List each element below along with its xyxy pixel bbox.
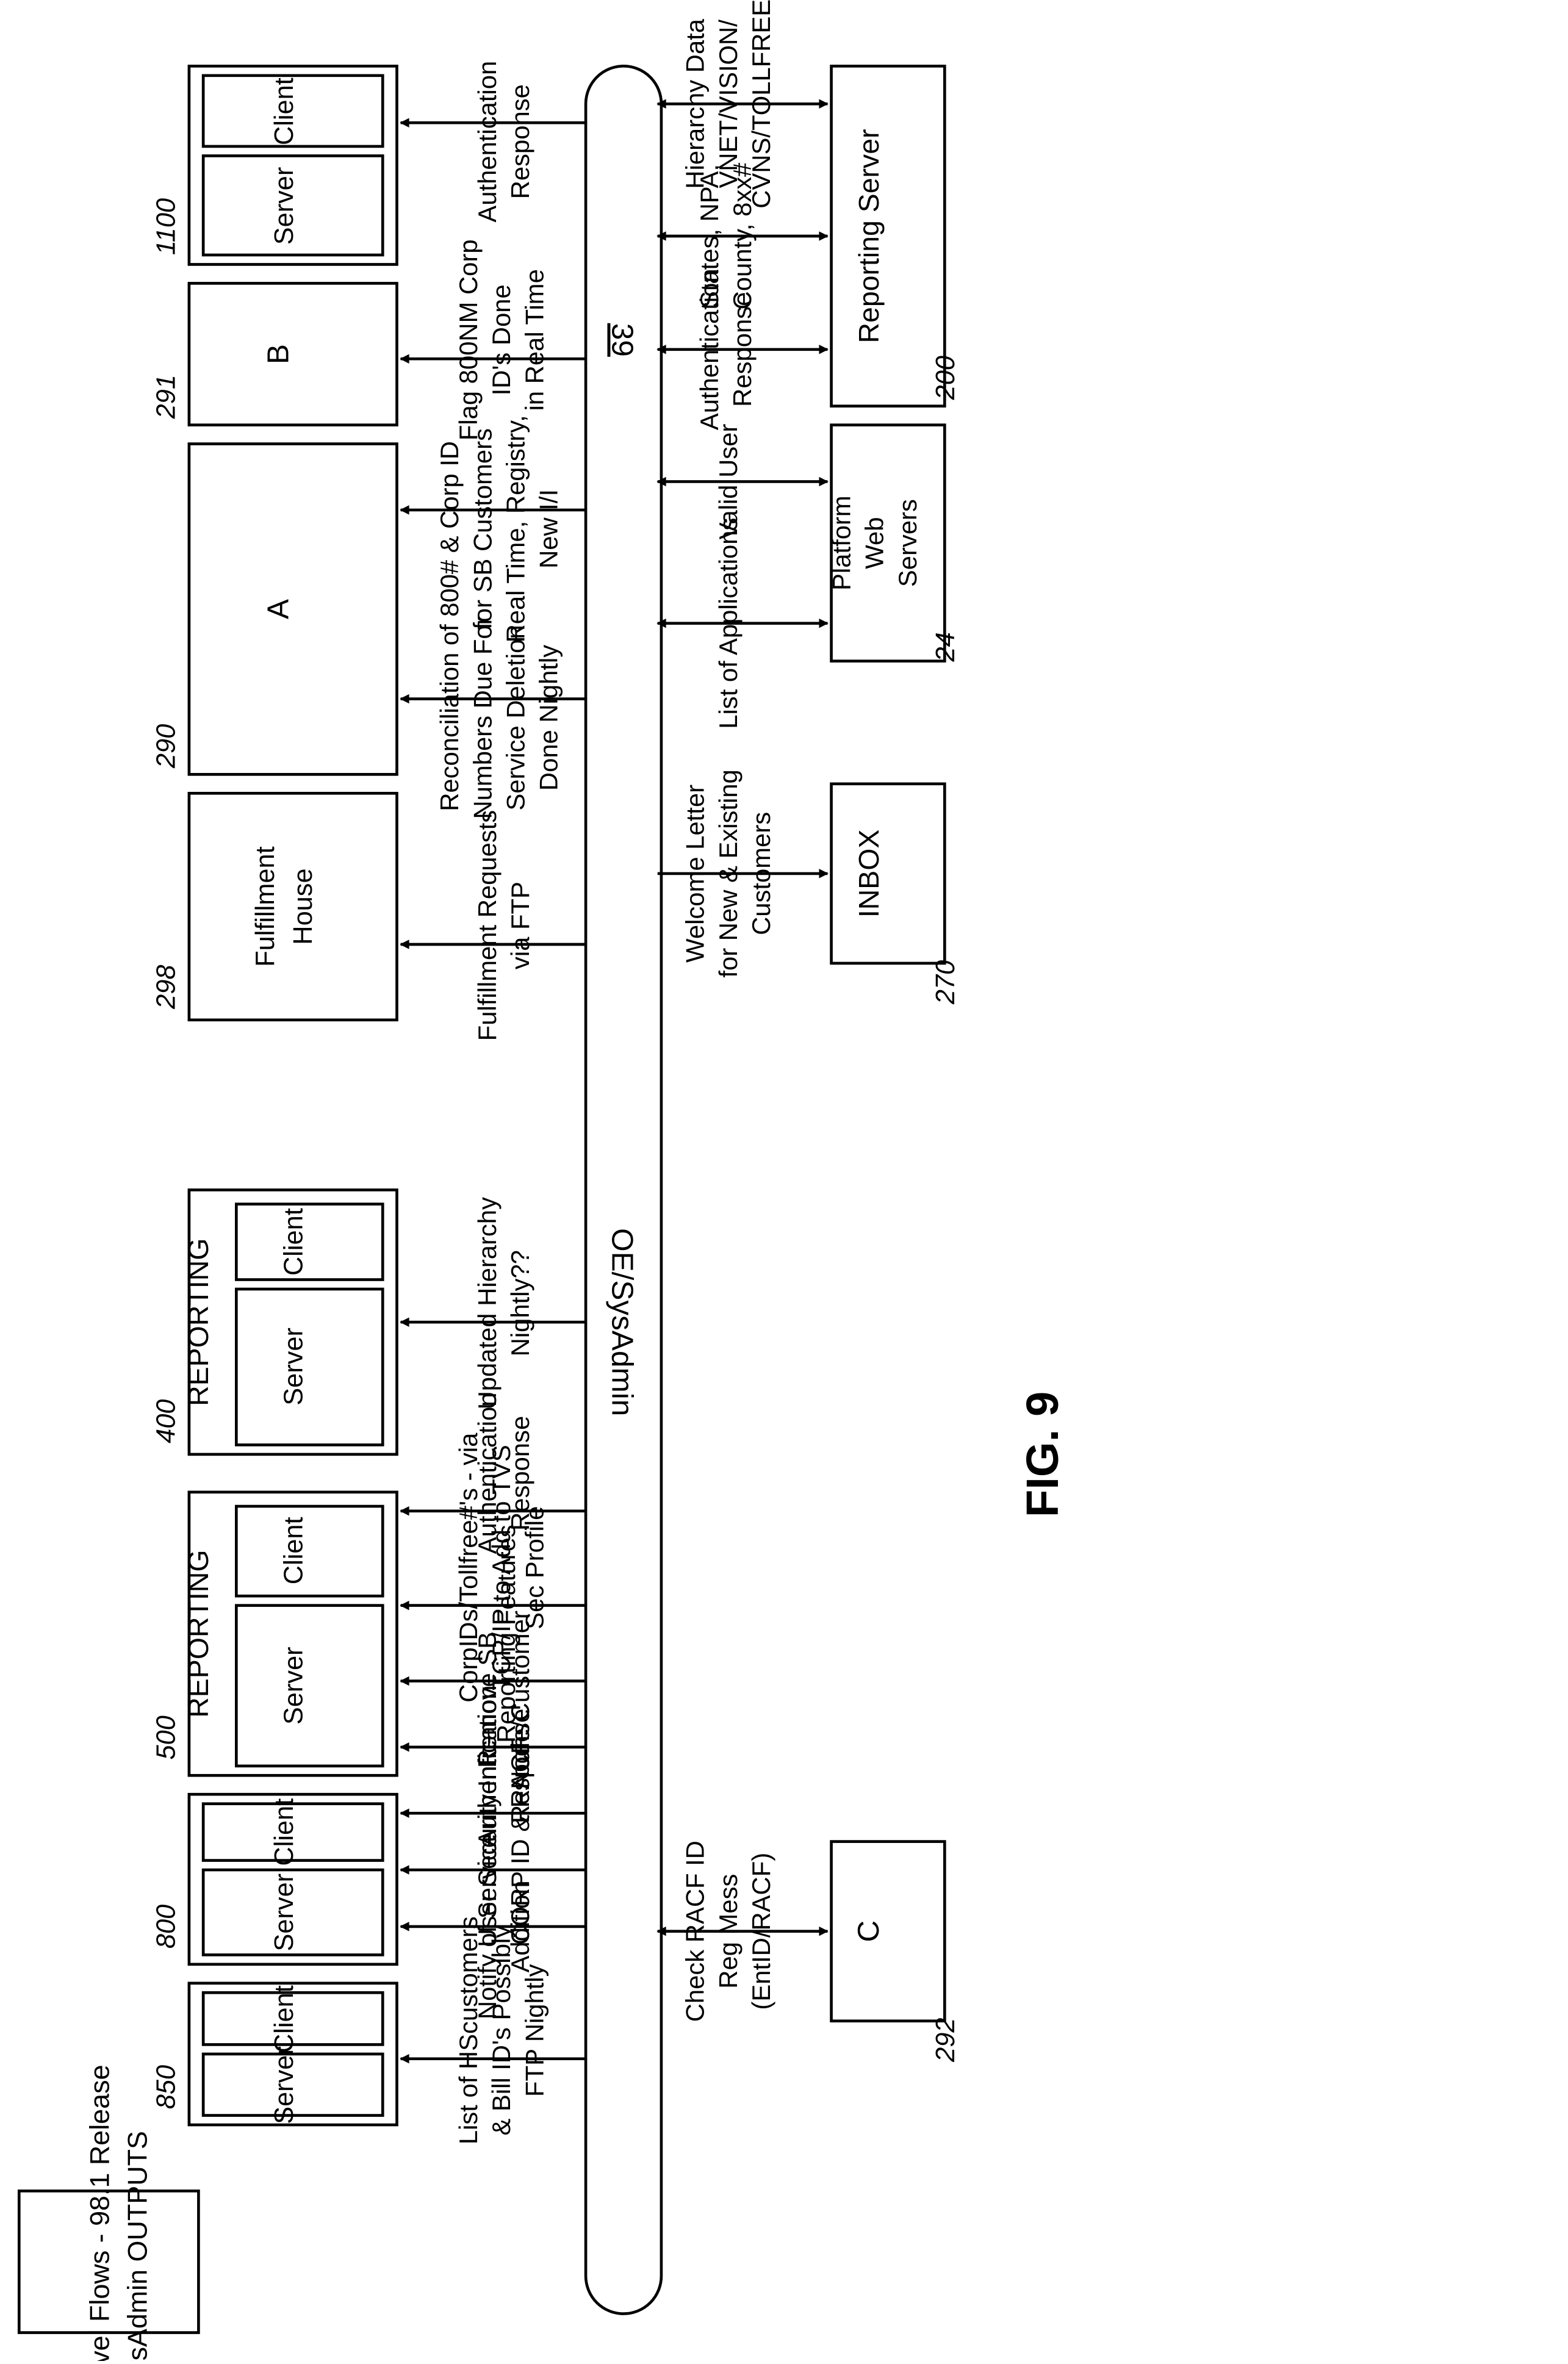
box-400: REPORTING Server Client 400 bbox=[152, 1190, 397, 1454]
flow-290b-2: for SB Customers bbox=[468, 428, 497, 630]
box-850: Server Client 850 bbox=[152, 1983, 397, 2125]
flow-24b-1: Valid User bbox=[714, 424, 743, 540]
box-500-header: REPORTING bbox=[182, 1550, 214, 1717]
flow-291-1: Flag 800NM Corp bbox=[454, 239, 483, 440]
box-292: C 292 bbox=[832, 1842, 960, 2063]
flow-200c-2: VNET/VISION/ bbox=[714, 20, 743, 189]
flow-290b-3: Real Time, Registry, bbox=[501, 415, 530, 642]
flow-290a-4: Done Nightly bbox=[534, 645, 563, 791]
box-200: Reporting Server 200 bbox=[832, 66, 960, 406]
box-292-label: C bbox=[852, 1920, 885, 1942]
flow-500d-1: Authentication bbox=[473, 1392, 502, 1554]
rotated-diagram: SysAdmin OUTPUTS High Level Flows - 98.1… bbox=[19, 0, 1068, 2361]
box-270-label: INBOX bbox=[853, 830, 885, 918]
box-270: INBOX 270 bbox=[832, 784, 960, 1005]
flow-400-1: Updated Hierarchy bbox=[473, 1197, 502, 1409]
box-200-label: Reporting Server bbox=[853, 129, 885, 343]
flow-labels-up: List of HScustomers & Bill ID's Possibly… bbox=[435, 61, 563, 2144]
box-850-server: Server bbox=[270, 2046, 299, 2124]
bus-label: OE/SysAdmin bbox=[605, 1228, 639, 1416]
flow-290a-1: Reconciliation of bbox=[435, 624, 464, 811]
figure-title: FIG. 9 bbox=[1017, 1392, 1068, 1517]
box-1100-ref: 1100 bbox=[152, 198, 181, 255]
flow-298-2: via FTP bbox=[506, 882, 534, 969]
box-1100-server: Server bbox=[270, 167, 299, 245]
flow-290a-3: Service Deletion bbox=[501, 625, 530, 810]
box-400-client: Client bbox=[279, 1208, 309, 1276]
box-292-ref: 292 bbox=[931, 2018, 960, 2063]
flow-291-3: in Real Time bbox=[520, 269, 548, 411]
box-850-client: Client bbox=[270, 1985, 299, 2053]
box-298: Fulfillment House 298 bbox=[152, 793, 397, 1020]
box-500-client: Client bbox=[279, 1517, 309, 1584]
flow-labels-down: Check RACF ID Reg Mess (EntID/RACF) Welc… bbox=[681, 0, 775, 2022]
flow-270-2: for New & Existing bbox=[714, 769, 743, 977]
box-24: Platform Web Servers 24 bbox=[827, 425, 960, 663]
flow-270-3: Customers bbox=[747, 812, 775, 935]
box-291: B 291 bbox=[152, 283, 397, 425]
box-290-label: A bbox=[261, 599, 295, 619]
box-1100-client: Client bbox=[270, 77, 299, 145]
title-box: SysAdmin OUTPUTS High Level Flows - 98.1… bbox=[19, 2064, 198, 2361]
box-290-ref: 290 bbox=[152, 724, 181, 769]
flow-400-2: Nightly?? bbox=[506, 1250, 534, 1356]
box-270-ref: 270 bbox=[931, 960, 960, 1005]
box-800: Server Client 800 bbox=[152, 1794, 397, 1964]
box-298-line-2: House bbox=[289, 868, 318, 944]
box-1100: Server Client 1100 bbox=[152, 66, 397, 264]
box-400-server: Server bbox=[279, 1328, 309, 1406]
box-290: A 290 bbox=[152, 444, 397, 775]
box-500-server: Server bbox=[279, 1647, 309, 1725]
flow-292-3: (EntID/RACF) bbox=[747, 1853, 775, 2010]
bus-ref: 39 bbox=[605, 323, 639, 357]
flow-850-3: FTP Nightly bbox=[520, 1964, 548, 2097]
flow-290b-4: New I/I bbox=[534, 489, 563, 569]
box-24-line-1: Platform bbox=[827, 495, 856, 591]
box-850-ref: 850 bbox=[152, 2065, 181, 2109]
flow-291-2: ID's Done bbox=[487, 284, 516, 395]
flow-200c-3: CVNS/TOLLFREE bbox=[747, 0, 775, 209]
flow-500d-2: Response bbox=[506, 1416, 534, 1531]
flow-290a-2: Numbers Due For bbox=[468, 616, 497, 819]
flow-290b-1: 800# & Corp ID bbox=[435, 441, 464, 617]
flow-24a-1: List of Applications bbox=[714, 518, 743, 729]
box-400-ref: 400 bbox=[152, 1399, 181, 1443]
title-line-2: High Level Flows - 98.1 Release bbox=[84, 2064, 115, 2361]
flow-1100-1: Authentication bbox=[473, 61, 502, 223]
box-500: REPORTING Server Client 500 bbox=[152, 1492, 397, 1775]
flow-298-1: Fulfillment Requests bbox=[473, 810, 502, 1041]
flow-200c-1: Hierarchy Data bbox=[681, 18, 710, 189]
box-500-ref: 500 bbox=[152, 1716, 181, 1759]
box-24-ref: 24 bbox=[931, 632, 960, 662]
box-800-ref: 800 bbox=[152, 1905, 181, 1949]
box-298-ref: 298 bbox=[152, 965, 181, 1010]
flow-292-1: Check RACF ID bbox=[681, 1841, 710, 2022]
flow-292-2: Reg Mess bbox=[714, 1874, 743, 1989]
box-24-line-3: Servers bbox=[893, 499, 922, 587]
box-800-server: Server bbox=[270, 1874, 299, 1952]
box-298-line-1: Fulfillment bbox=[251, 846, 280, 966]
box-400-header: REPORTING bbox=[182, 1238, 214, 1406]
box-291-label: B bbox=[261, 344, 295, 364]
title-line-1: SysAdmin OUTPUTS bbox=[121, 2131, 153, 2361]
box-800-client: Client bbox=[270, 1798, 299, 1866]
flow-1100-2: Response bbox=[506, 84, 534, 199]
box-200-ref: 200 bbox=[931, 356, 960, 400]
flow-270-1: Welcome Letter bbox=[681, 785, 710, 963]
box-291-ref: 291 bbox=[152, 375, 181, 419]
box-24-line-2: Web bbox=[860, 517, 889, 569]
bus-oe-sysadmin: OE/SysAdmin 39 bbox=[586, 66, 661, 2313]
